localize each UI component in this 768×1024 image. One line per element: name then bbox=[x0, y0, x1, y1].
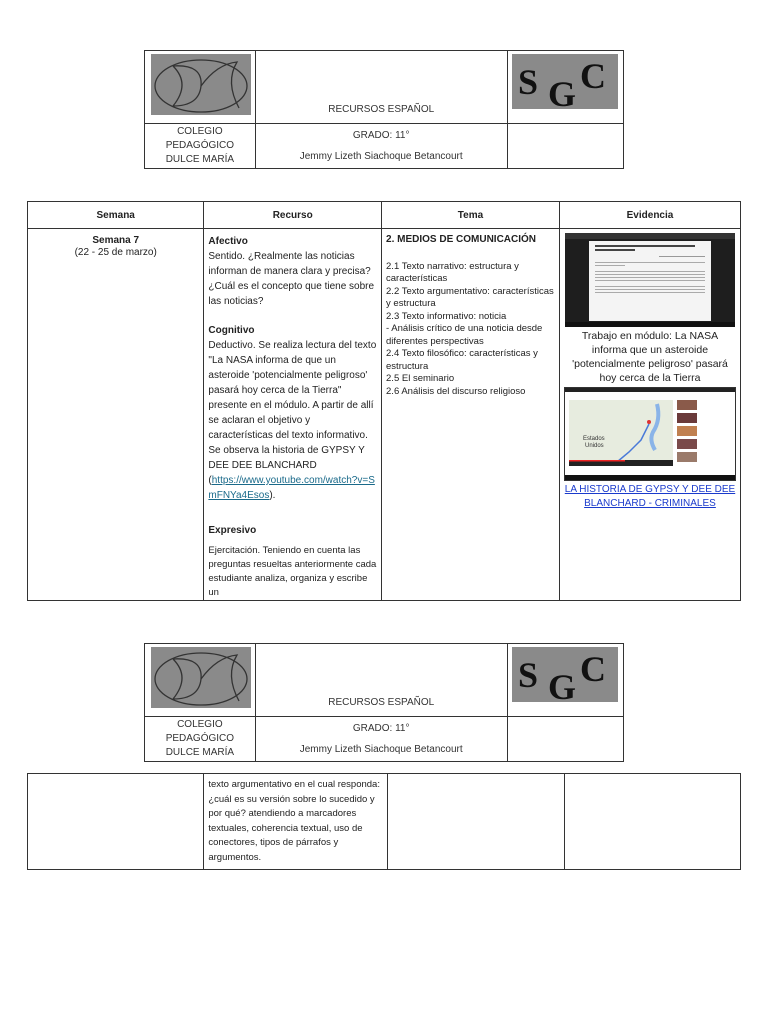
tema-item: 2.1 Texto narrativo: estructura y caract… bbox=[386, 260, 519, 285]
tema-item: 2.2 Texto argumentativo: características… bbox=[386, 285, 554, 310]
link-close-paren: ). bbox=[269, 490, 276, 501]
school-logo-cell bbox=[144, 50, 256, 124]
school-name-line2: DULCE MARÍA bbox=[165, 747, 235, 758]
grade-teacher-cell: GRADO: 11° Jemmy Lizeth Siachoque Betanc… bbox=[254, 716, 508, 762]
svg-text:Estados: Estados bbox=[583, 436, 605, 442]
svg-text:S: S bbox=[518, 62, 538, 102]
expresivo-text: Ejercitación. Teniendo en cuenta las pre… bbox=[208, 545, 377, 598]
tema-item: - Análisis crítico de una noticia desde … bbox=[386, 323, 543, 347]
column-header-tema: Tema bbox=[381, 201, 560, 229]
recurso-continuation: texto argumentativo en el cual responda:… bbox=[203, 773, 389, 870]
svg-text:C: C bbox=[580, 56, 606, 96]
sgc-logo-cell: S G C bbox=[506, 50, 625, 124]
empty-cell bbox=[506, 716, 625, 762]
recurso-cell: Afectivo Sentido. ¿Realmente las noticia… bbox=[203, 228, 383, 601]
resources-table-continued: texto argumentativo en el cual responda:… bbox=[26, 773, 742, 870]
document-title: RECURSOS ESPAÑOL bbox=[254, 643, 508, 717]
week-dates: (22 - 25 de marzo) bbox=[74, 247, 157, 258]
sgc-logo-icon: S G C bbox=[511, 54, 618, 114]
tema-cell-empty bbox=[387, 773, 565, 870]
grade-teacher-cell: GRADO: 11° Jemmy Lizeth Siachoque Betanc… bbox=[254, 123, 508, 169]
column-header-evidencia: Evidencia bbox=[558, 201, 742, 229]
afectivo-text: Sentido. ¿Realmente las noticias informa… bbox=[208, 251, 375, 307]
sgc-logo-cell: S G C bbox=[506, 643, 625, 717]
school-logo-icon bbox=[151, 647, 251, 708]
school-name-line2: DULCE MARÍA bbox=[165, 154, 235, 165]
teacher-name: Jemmy Lizeth Siachoque Betancourt bbox=[299, 150, 463, 162]
tema-item: 2.6 Análisis del discurso religioso bbox=[386, 385, 526, 397]
school-name-line1: COLEGIO PEDAGÓGICO bbox=[165, 719, 235, 744]
nasa-article-screenshot bbox=[564, 233, 735, 327]
tema-item: 2.5 El seminario bbox=[386, 373, 455, 384]
tema-heading: 2. MEDIOS DE COMUNICACIÓN bbox=[386, 234, 537, 245]
evidence-caption-1: Trabajo en módulo: La NASA informa que u… bbox=[572, 330, 728, 384]
svg-text:S: S bbox=[518, 655, 538, 695]
tema-item: 2.3 Texto informativo: noticia bbox=[386, 310, 507, 322]
sgc-logo-icon: S G C bbox=[511, 647, 618, 707]
svg-text:C: C bbox=[580, 649, 606, 689]
svg-text:Unidos: Unidos bbox=[585, 443, 604, 449]
week-cell-empty bbox=[26, 773, 205, 870]
youtube-link[interactable]: https://www.youtube.com/watch?v=SmFNYa4E… bbox=[208, 475, 375, 501]
school-name: COLEGIO PEDAGÓGICO DULCE MARÍA bbox=[144, 123, 256, 169]
grade-label: GRADO: 11° bbox=[352, 722, 410, 734]
evidencia-cell: Trabajo en módulo: La NASA informa que u… bbox=[558, 228, 742, 601]
empty-cell bbox=[506, 123, 625, 169]
school-logo-icon bbox=[151, 54, 251, 115]
svg-text:G: G bbox=[548, 667, 576, 702]
document-title: RECURSOS ESPAÑOL bbox=[254, 50, 508, 124]
tema-cell: 2. MEDIOS DE COMUNICACIÓN 2.1 Texto narr… bbox=[381, 228, 560, 601]
school-logo-cell bbox=[144, 643, 256, 717]
week-label: Semana 7 bbox=[92, 235, 140, 246]
teacher-name: Jemmy Lizeth Siachoque Betancourt bbox=[299, 743, 463, 755]
youtube-video-screenshot: Estados Unidos bbox=[563, 387, 736, 481]
cognitivo-heading: Cognitivo bbox=[208, 325, 255, 336]
table-row: Semana 7 (22 - 25 de marzo) Afectivo Sen… bbox=[26, 228, 742, 601]
week-cell: Semana 7 (22 - 25 de marzo) bbox=[26, 228, 205, 601]
school-name: COLEGIO PEDAGÓGICO DULCE MARÍA bbox=[144, 716, 256, 762]
school-name-line1: COLEGIO PEDAGÓGICO bbox=[165, 126, 235, 151]
resources-table: Semana Recurso Tema Evidencia Semana 7 (… bbox=[26, 201, 742, 601]
afectivo-heading: Afectivo bbox=[208, 236, 248, 247]
link-open-paren: ( bbox=[208, 475, 212, 486]
svg-text:G: G bbox=[548, 74, 576, 109]
page-header: RECURSOS ESPAÑOL S G C COLEGIO PEDAGÓGIC… bbox=[144, 50, 625, 169]
column-header-semana: Semana bbox=[26, 201, 205, 229]
tema-item: 2.4 Texto filosófico: características y … bbox=[386, 348, 538, 372]
cognitivo-text: Deductivo. Se realiza lectura del texto … bbox=[208, 338, 377, 503]
cognitivo-body: Deductivo. Se realiza lectura del texto … bbox=[208, 340, 377, 471]
table-row: texto argumentativo en el cual responda:… bbox=[26, 773, 742, 870]
grade-label: GRADO: 11° bbox=[352, 129, 410, 141]
gypsy-video-link[interactable]: LA HISTORIA DE GYPSY Y DEE DEE BLANCHARD… bbox=[564, 484, 736, 509]
expresivo-heading: Expresivo bbox=[208, 525, 257, 536]
page-header-2: RECURSOS ESPAÑOL S G C COLEGIO PEDAGÓGIC… bbox=[144, 643, 625, 762]
column-header-recurso: Recurso bbox=[203, 201, 383, 229]
evidencia-cell-empty bbox=[563, 773, 742, 870]
